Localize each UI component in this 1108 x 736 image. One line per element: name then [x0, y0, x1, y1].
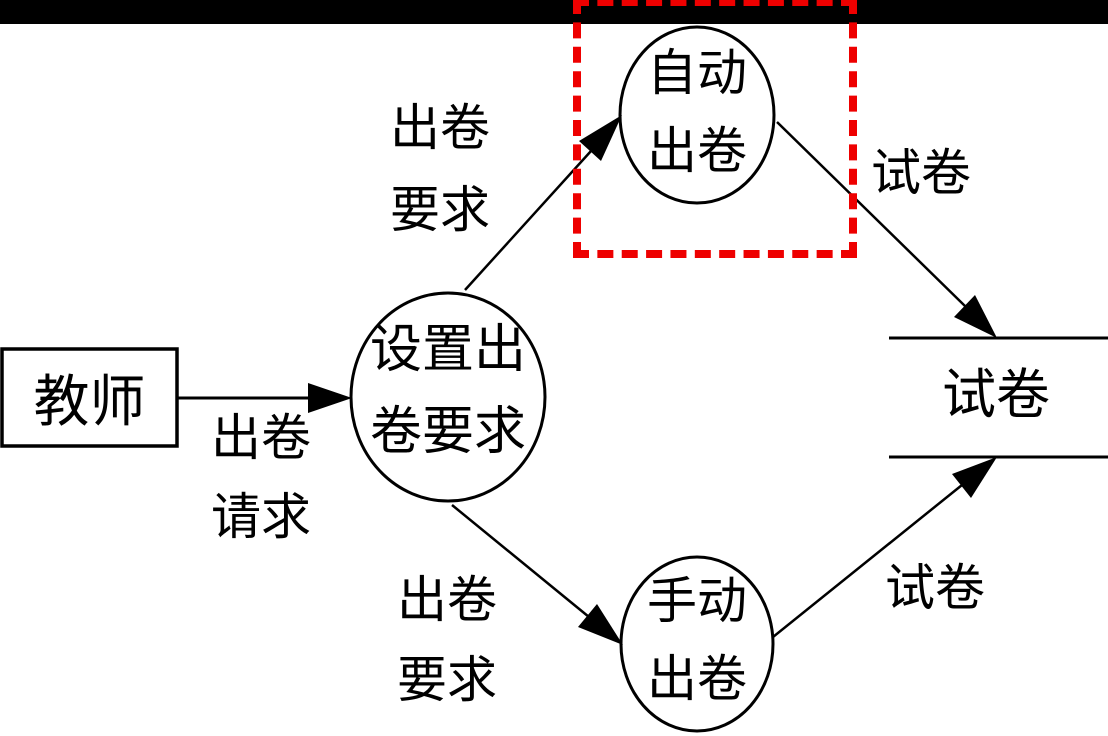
process-ellipse-auto-generate	[618, 25, 776, 205]
flow-label-requirements-to-manual-line1: 出卷	[397, 572, 497, 628]
flow-label-paper-from-auto: 试卷	[821, 143, 1021, 203]
flow-label-paper-from-manual-text: 试卷	[885, 560, 985, 616]
flow-arrowhead-request	[308, 383, 352, 413]
process-label-set-requirements-line1: 设置出	[369, 322, 526, 379]
flow-line-paper-from-manual	[772, 484, 963, 638]
flow-arrowhead-requirements-to-manual	[578, 604, 623, 645]
entity-label-teacher-text: 教师	[33, 372, 146, 434]
process-label-manual-generate-line2: 出卷	[647, 651, 747, 707]
datastore-label-text: 试卷	[942, 365, 1050, 425]
flow-label-requirements-to-auto-line1: 出卷	[390, 100, 490, 156]
flow-label-paper-from-auto-text: 试卷	[871, 145, 971, 201]
flow-arrowhead-paper-from-manual	[952, 457, 997, 498]
process-ellipse-set-requirements	[349, 291, 547, 503]
flow-label-requirements-to-manual: 出卷 要求	[347, 560, 547, 720]
process-label-auto-generate-line2: 出卷	[647, 123, 747, 179]
entity-label-teacher: 教师	[2, 349, 177, 446]
process-label-manual-generate: 手动 出卷	[617, 562, 777, 718]
process-label-set-requirements-line2: 卷要求	[369, 404, 526, 461]
flow-arrowhead-requirements-to-auto	[579, 115, 622, 161]
process-label-auto-generate-line1: 自动	[647, 45, 747, 101]
process-label-manual-generate-line1: 手动	[647, 573, 747, 629]
flow-label-requirements-to-manual-line2: 要求	[397, 652, 497, 708]
flow-label-paper-from-manual: 试卷	[835, 558, 1035, 618]
flow-label-requirements-to-auto: 出卷 要求	[340, 87, 540, 251]
flow-label-requirements-to-auto-line2: 要求	[390, 182, 490, 238]
flow-line-requirements-to-manual	[451, 504, 590, 618]
flow-line-requirements-to-auto	[464, 150, 592, 291]
flow-line-paper-from-auto	[776, 121, 967, 308]
flow-label-request-line1: 出卷	[211, 410, 311, 466]
top-black-bar	[0, 0, 1108, 24]
flow-label-request: 出卷 请求	[161, 399, 361, 557]
flow-label-request-line2: 请求	[211, 489, 311, 545]
entity-rect-teacher	[0, 347, 179, 448]
process-label-auto-generate: 自动 出卷	[617, 34, 777, 190]
flow-arrowhead-paper-from-auto	[954, 295, 997, 338]
highlight-box	[573, 0, 857, 258]
datastore-label: 试卷	[896, 362, 1096, 428]
process-label-set-requirements: 设置出 卷要求	[351, 310, 545, 474]
